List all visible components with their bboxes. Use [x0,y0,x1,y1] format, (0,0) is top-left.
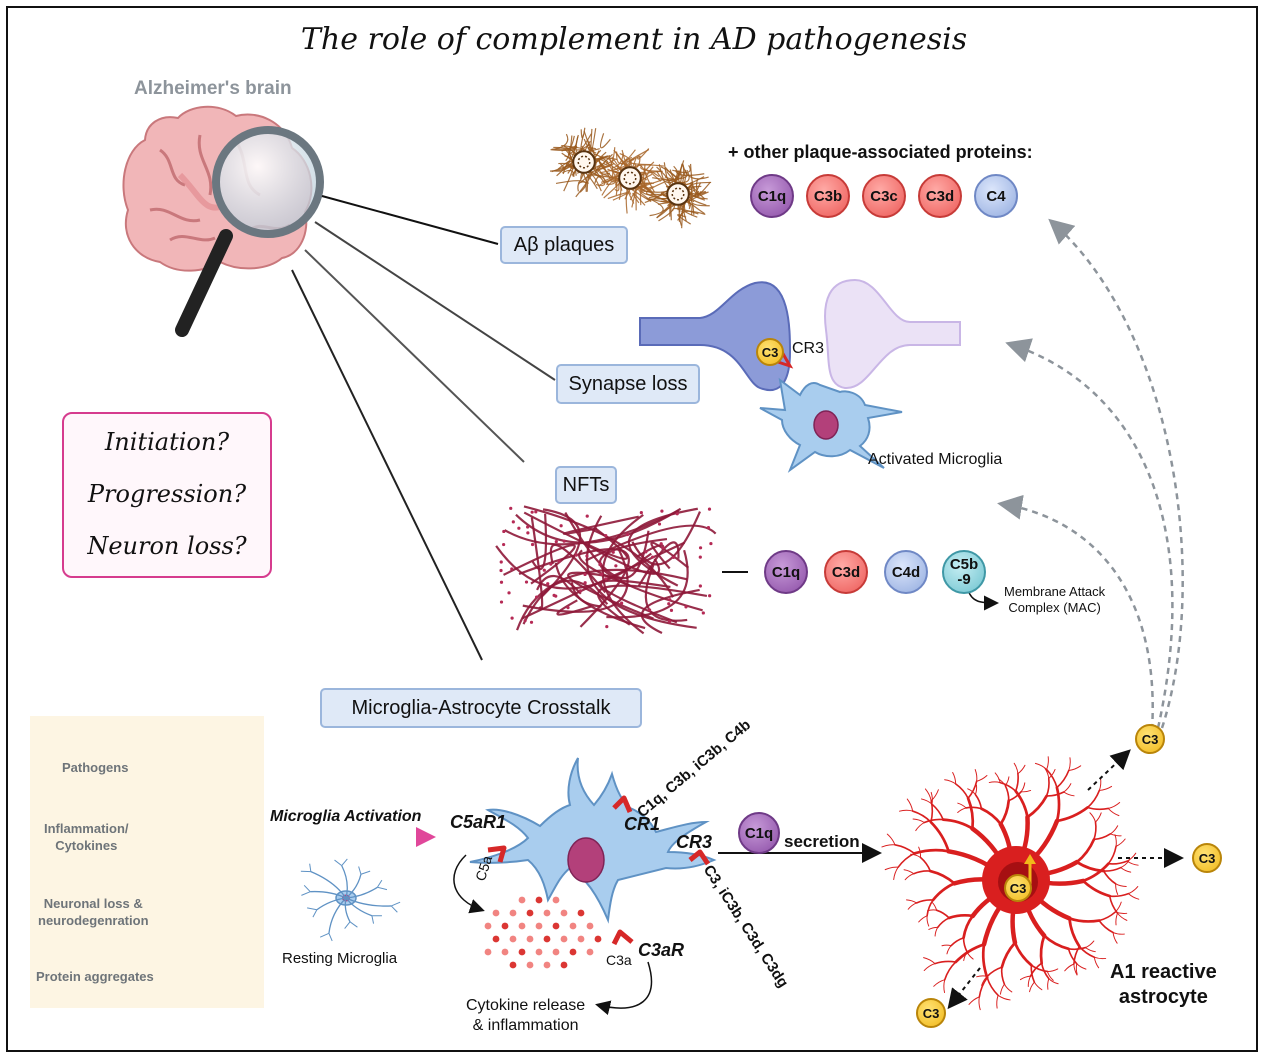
cytokine-release-label: Cytokine release & inflammation [466,997,586,1034]
cytokine-release-dots [484,896,602,969]
triggers-panel [30,716,264,1008]
cr1-label: CR1 [624,814,661,834]
cr3-label: CR3 [676,832,713,852]
astrocyte-c3-center: C3 [1004,874,1032,902]
astrocyte-c3-bottom: C3 [916,998,946,1028]
questions-box: Initiation? Progression? Neuron loss? [62,412,272,578]
c5ar1-receptor-icon [487,845,507,863]
presynaptic-terminal [639,281,792,392]
cr3-receptor-large-icon [688,849,711,866]
question-initiation: Initiation? [104,428,230,456]
plaque-protein-c3c: C3c [862,174,906,218]
abeta-plaques-box: Aβ plaques [500,226,628,264]
connector-synapse [314,221,556,381]
brain-label: Alzheimer's brain [134,78,292,99]
plaque-proteins-title: + other plaque-associated proteins: [728,142,1033,162]
amyloid-plaques [549,127,712,229]
c3a-curved-arrow [595,961,653,1016]
c3ar-receptor-icon [611,929,634,946]
astrocyte-c3-top: C3 [1135,724,1165,754]
connector-nfts [304,249,525,463]
magnifier-icon [175,126,324,337]
postsynaptic-terminal [824,278,961,390]
connector-plaques [321,195,499,245]
trigger-protein-aggregates: Protein aggregates [36,969,154,984]
c5ar1-label: C5aR1 [450,812,507,832]
plaque-protein-c1q: C1q [750,174,794,218]
c3-to-plaques-arrow [1048,218,1184,729]
nft-protein-c4d: C4d [884,550,928,594]
c3-release-arrow-bottom [947,967,981,1010]
synapse-c3-bubble: C3 [756,338,784,366]
question-progression: Progression? [87,480,247,508]
c3a-label: C3a [606,952,632,968]
trigger-inflammation: Inflammation/ Cytokines [44,821,129,853]
synapse-cr3-label: CR3 [792,340,825,357]
trigger-neuronal-loss: Neuronal loss & neurodegenration [38,896,149,928]
neurofibrillary-tangles [495,505,717,635]
plaque-protein-c3b: C3b [806,174,850,218]
synapse-loss-box: Synapse loss [556,364,700,404]
activated-microglia-label: Activated Microglia [868,451,1003,468]
mac-label: Membrane Attack Complex (MAC) [1004,584,1106,615]
figure-title: The role of complement in AD pathogenesi… [300,22,968,57]
resting-microglia-label: Resting Microglia [282,950,398,967]
crosstalk-box: Microglia-Astrocyte Crosstalk [320,688,642,728]
microglia-activation-label: Microglia Activation [270,808,422,825]
astrocyte-label: A1 reactive astrocyte [1110,961,1217,1008]
question-neuron-loss: Neuron loss? [87,532,247,560]
activated-microglia-large [469,757,717,946]
synapse-illustration [639,278,961,473]
nft-protein-c3d: C3d [824,550,868,594]
astrocyte-c3-right: C3 [1192,843,1222,873]
plaque-protein-c3d: C3d [918,174,962,218]
nfts-box: NFTs [555,466,617,504]
connector-crosstalk [291,269,483,661]
c3ar-label: C3aR [638,940,685,960]
cr1-receptor-icon [612,795,633,813]
c3-release-arrow-top [1087,749,1131,791]
secreted-c1q-bubble: C1q [738,812,780,854]
nft-protein-c1q: C1q [764,550,808,594]
figure-frame [6,6,1258,1052]
secretion-label: secretion [784,832,860,851]
plaque-protein-c4: C4 [974,174,1018,218]
resting-microglia-cell [300,858,401,942]
nft-protein-c5b9: C5b -9 [942,550,986,594]
c3-to-synapse-arrow [1005,338,1174,729]
trigger-pathogens: Pathogens [62,760,129,775]
c5a-curved-arrow [453,854,485,914]
c3-to-nfts-arrow [997,494,1154,731]
